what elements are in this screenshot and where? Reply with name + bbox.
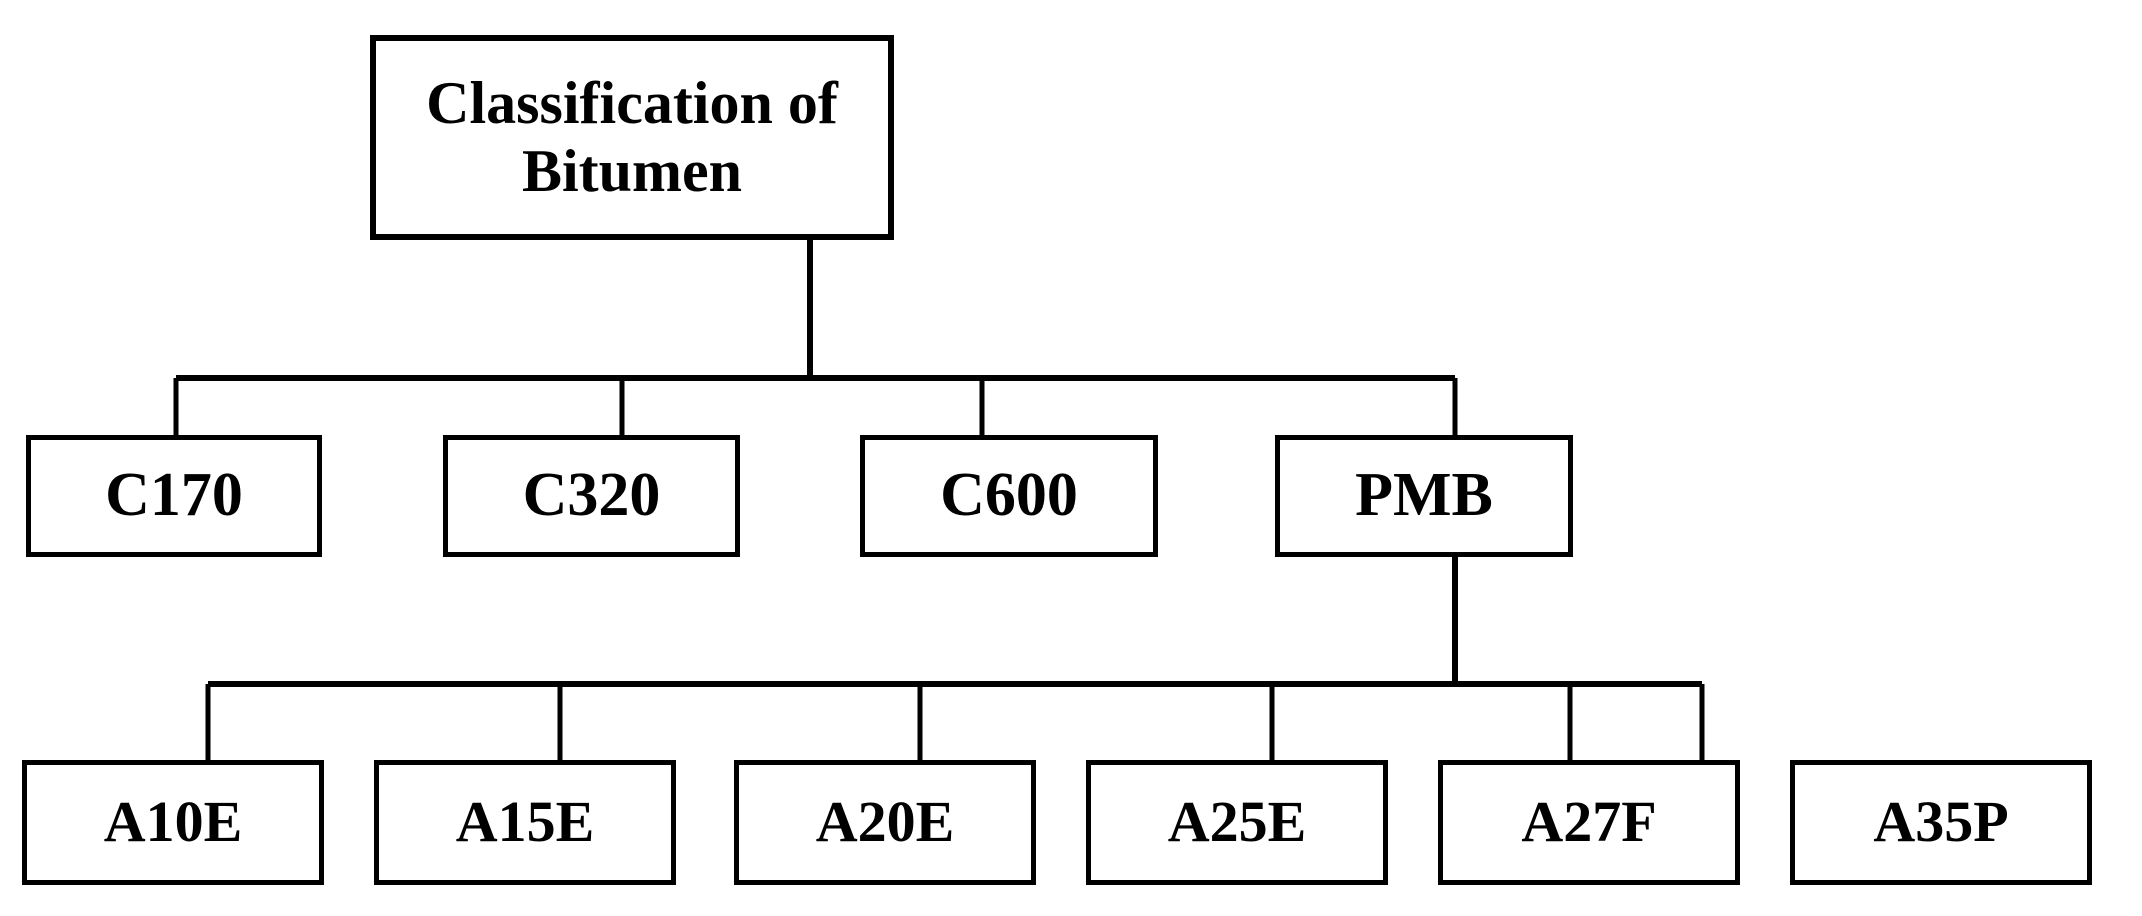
node-a27f[interactable]: A27F: [1438, 760, 1740, 885]
node-a35p[interactable]: A35P: [1790, 760, 2092, 885]
node-c600[interactable]: C600: [860, 435, 1158, 557]
node-label-c600: C600: [940, 461, 1078, 530]
node-pmb[interactable]: PMB: [1275, 435, 1573, 557]
node-c320[interactable]: C320: [443, 435, 740, 557]
node-label-root: Classification of Bitumen: [426, 70, 838, 204]
node-c170[interactable]: C170: [26, 435, 322, 557]
node-label-a15e: A15E: [455, 789, 595, 855]
node-a20e[interactable]: A20E: [734, 760, 1036, 885]
node-label-a25e: A25E: [1167, 789, 1307, 855]
node-label-a10e: A10E: [103, 789, 243, 855]
node-label-a27f: A27F: [1521, 789, 1657, 855]
node-a25e[interactable]: A25E: [1086, 760, 1388, 885]
node-label-a35p: A35P: [1873, 789, 2009, 855]
node-label-c320: C320: [522, 461, 661, 530]
node-a10e[interactable]: A10E: [22, 760, 324, 885]
node-classification-of-bitumen[interactable]: Classification of Bitumen: [370, 35, 894, 240]
node-a15e[interactable]: A15E: [374, 760, 676, 885]
node-label-pmb: PMB: [1355, 461, 1493, 530]
node-label-a20e: A20E: [815, 789, 955, 855]
node-label-c170: C170: [105, 461, 243, 530]
